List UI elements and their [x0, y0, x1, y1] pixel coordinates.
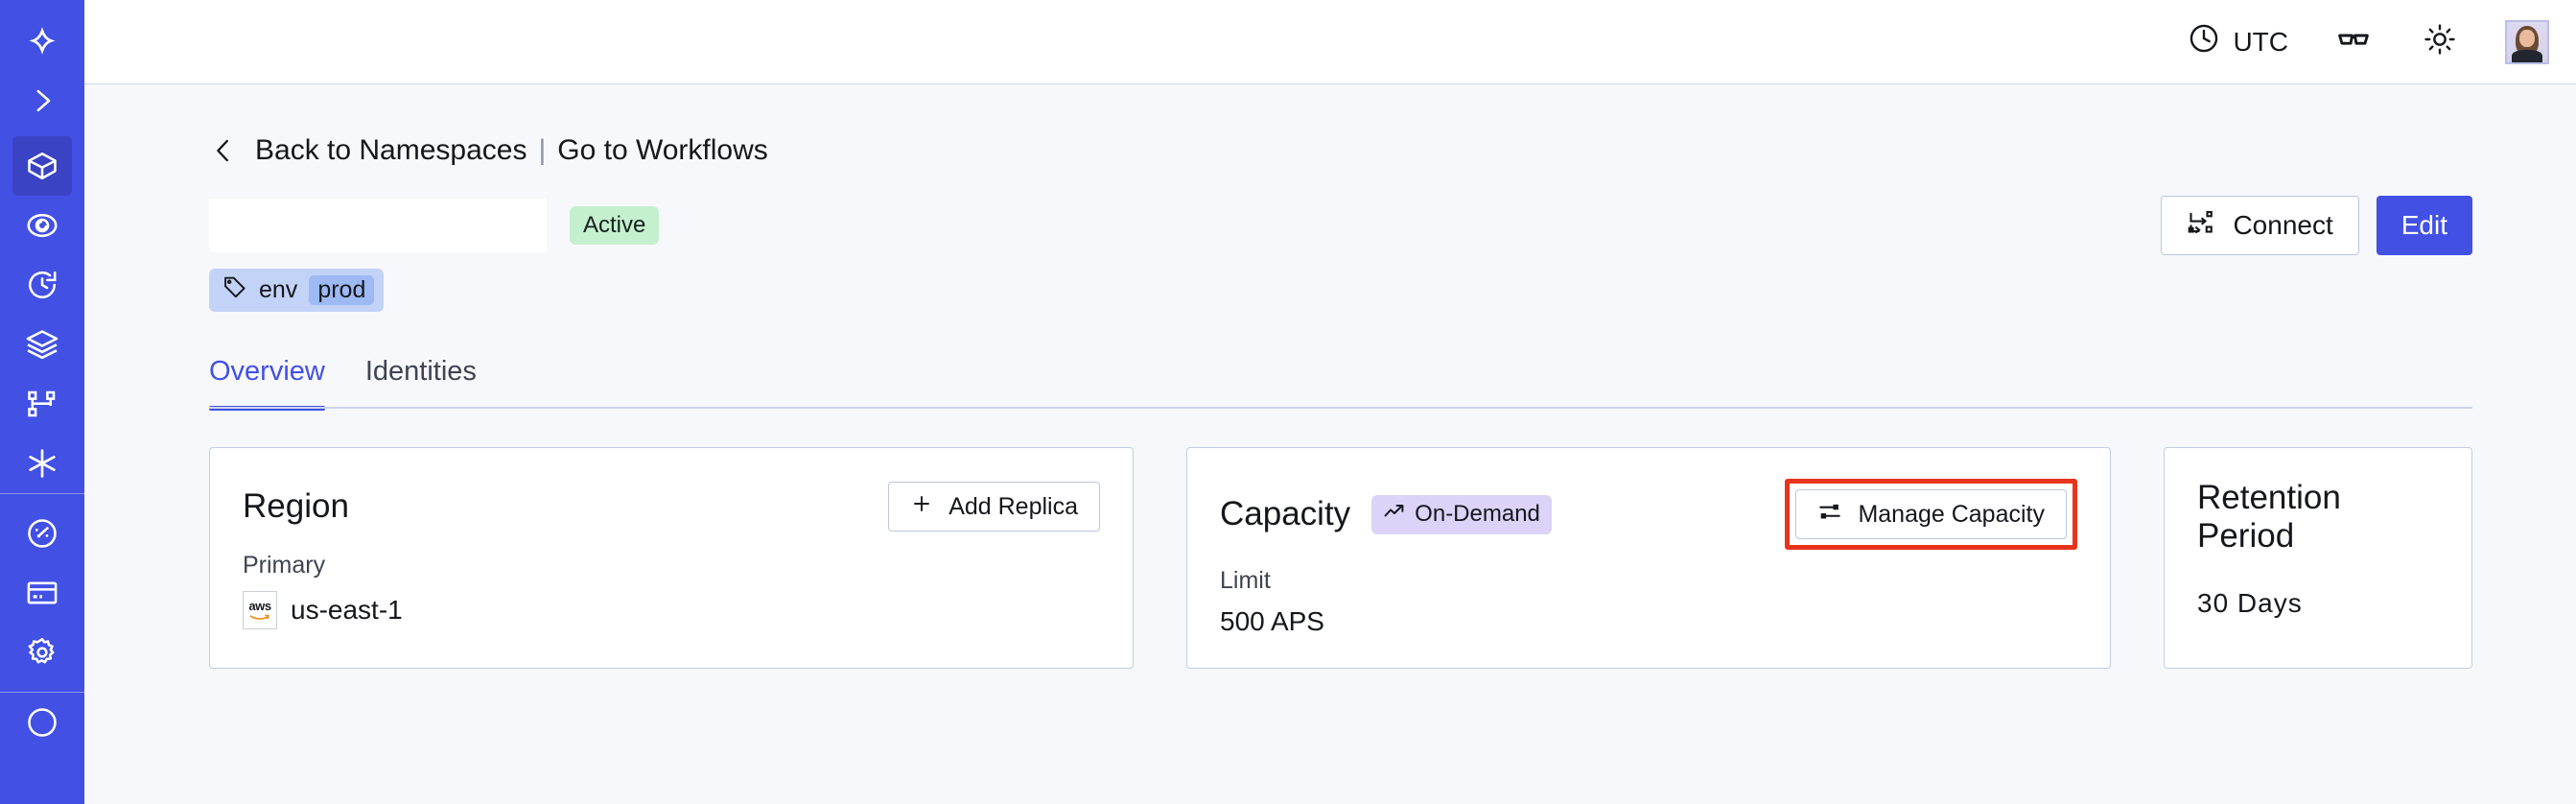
card-retention-title: Retention Period: [2197, 479, 2341, 555]
namespace-actions: Connect Edit: [2161, 196, 2472, 255]
eye-spiral-icon: [25, 208, 59, 243]
aws-logo-text: aws: [248, 599, 271, 613]
timezone-selector[interactable]: UTC: [2188, 22, 2288, 61]
sidebar-item-observability[interactable]: [12, 196, 72, 255]
breadcrumb: Back to Namespaces | Go to Workflows: [209, 84, 2472, 167]
capacity-mode-label: On-Demand: [1415, 501, 1540, 527]
sidebar-item-help[interactable]: [12, 693, 72, 752]
sidebar-item-integrations[interactable]: [12, 434, 72, 493]
capacity-mode-badge: On-Demand: [1371, 494, 1552, 534]
card-region-sublabel: Primary: [243, 552, 326, 579]
manage-capacity-highlight: Manage Capacity: [1785, 479, 2077, 550]
card-retention-period: Retention Period 30 Days: [2164, 447, 2472, 669]
sidebar-item-nexus[interactable]: [12, 315, 72, 374]
tag-value: prod: [309, 275, 375, 305]
avatar-body: [2512, 49, 2542, 62]
overview-cards: Region Add Replica: [209, 447, 2472, 669]
manage-capacity-label: Manage Capacity: [1858, 500, 2045, 528]
credit-card-icon: [25, 576, 59, 610]
tag-icon: [222, 274, 247, 306]
sidebar-divider-bottom: [0, 692, 84, 693]
gauge-icon: [25, 516, 59, 551]
sidebar-item-schedules[interactable]: [12, 255, 72, 315]
namespace-header: Active: [209, 196, 2472, 255]
breadcrumb-back-link[interactable]: Back to Namespaces: [255, 134, 527, 166]
reader-mode-button[interactable]: [2332, 21, 2375, 63]
tab-bar-rule: [209, 407, 2472, 409]
page-content: Back to Namespaces | Go to Workflows Act…: [84, 84, 2576, 804]
tab-identities[interactable]: Identities: [364, 356, 477, 387]
aws-logo-icon: aws: [243, 591, 277, 629]
card-capacity: Capacity On-Demand: [1186, 447, 2111, 669]
card-region-value: us-east-1: [291, 595, 403, 625]
card-capacity-action: Manage Capacity: [1785, 479, 2077, 550]
sidebar-divider: [0, 493, 84, 494]
theme-toggle-button[interactable]: [2419, 21, 2461, 63]
sidebar-item-workflows[interactable]: [12, 374, 72, 434]
avatar[interactable]: [2505, 19, 2549, 64]
sliders-icon: [1817, 499, 1842, 531]
main-area: UTC: [84, 0, 2576, 804]
tag-key: env: [259, 276, 298, 303]
cube-icon: [25, 149, 59, 183]
page-title: [209, 199, 547, 252]
card-retention-header: Retention Period: [2197, 479, 2439, 556]
git-branch-icon: [25, 387, 59, 421]
chevron-left-icon[interactable]: [209, 136, 238, 165]
sidebar-item-settings[interactable]: [12, 623, 72, 682]
add-replica-label: Add Replica: [948, 492, 1078, 520]
connect-button-label: Connect: [2233, 210, 2333, 240]
temporal-logo-icon: [23, 22, 61, 60]
sidebar-item-expand[interactable]: [12, 71, 72, 130]
tab-overview[interactable]: Overview: [209, 356, 325, 411]
layers-icon: [25, 327, 59, 362]
clock-history-icon: [25, 268, 59, 302]
help-circle-icon: [25, 705, 59, 740]
add-replica-button[interactable]: Add Replica: [888, 482, 1100, 532]
connect-button[interactable]: Connect: [2161, 196, 2359, 255]
card-region-action: Add Replica: [888, 482, 1100, 532]
trending-up-icon: [1383, 500, 1406, 530]
sidebar-item-usage[interactable]: [12, 504, 72, 563]
tab-bar: Overview Identities: [209, 356, 2472, 411]
sidebar-item-namespaces[interactable]: [12, 136, 72, 196]
tag-chip-env[interactable]: env prod: [209, 269, 385, 312]
card-capacity-value: 500 APS: [1220, 606, 1324, 636]
main-sidebar: [0, 0, 84, 804]
top-bar: UTC: [84, 0, 2576, 84]
asterisk-icon: [24, 445, 60, 482]
card-capacity-header: Capacity On-Demand: [1220, 479, 2077, 550]
status-badge: Active: [570, 206, 660, 245]
clock-icon: [2188, 22, 2220, 61]
sun-icon: [2424, 23, 2456, 60]
sidebar-item-logo[interactable]: [12, 12, 72, 71]
card-capacity-sublabel: Limit: [1220, 567, 1271, 594]
breadcrumb-workflows-link[interactable]: Go to Workflows: [557, 134, 768, 166]
namespace-tags: env prod: [209, 269, 2472, 312]
avatar-face: [2519, 29, 2535, 48]
manage-capacity-button[interactable]: Manage Capacity: [1795, 489, 2067, 539]
card-region: Region Add Replica: [209, 447, 1134, 669]
breadcrumb-separator: |: [538, 134, 547, 166]
card-capacity-title: Capacity: [1220, 495, 1351, 532]
timezone-label: UTC: [2233, 26, 2288, 57]
card-region-header: Region Add Replica: [243, 479, 1100, 534]
card-retention-value: 30 Days: [2197, 588, 2303, 618]
gear-icon: [25, 635, 59, 670]
edit-button[interactable]: Edit: [2376, 196, 2472, 255]
card-region-title: Region: [243, 487, 349, 525]
plus-icon: [910, 492, 933, 522]
sidebar-item-billing[interactable]: [12, 563, 72, 623]
connect-nodes-icon: [2187, 208, 2215, 244]
glasses-icon: [2336, 22, 2371, 61]
card-region-value-row: aws us-east-1: [243, 591, 1100, 629]
chevron-right-icon: [26, 84, 59, 117]
